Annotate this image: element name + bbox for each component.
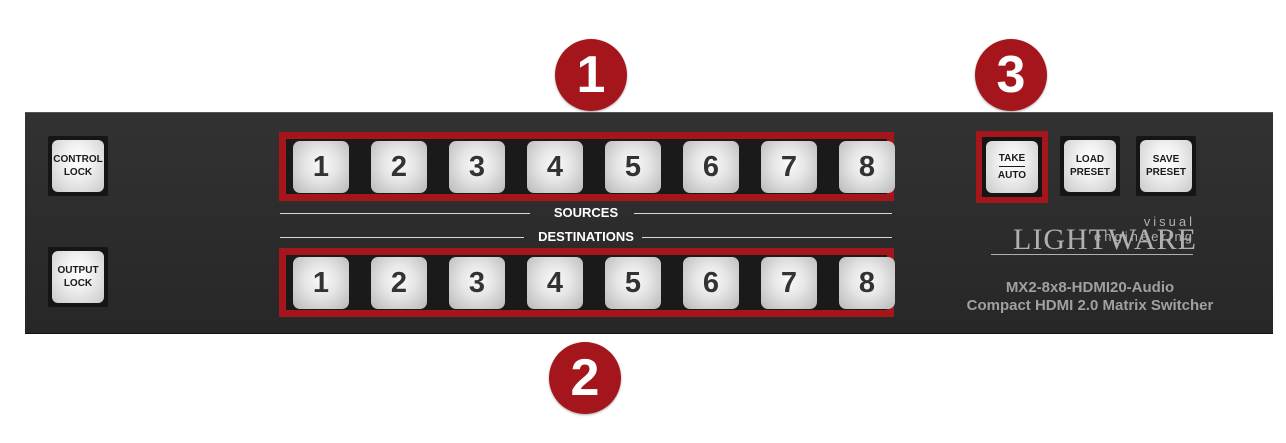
take-auto-button[interactable]: TAKE AUTO (982, 137, 1042, 197)
source-button-7[interactable]: 7 (761, 141, 817, 193)
destination-button-1[interactable]: 1 (293, 257, 349, 309)
control-lock-label-line2: LOCK (63, 167, 93, 178)
control-lock-label-line1: CONTROL (53, 154, 103, 165)
destinations-highlight-frame: 1 2 3 4 5 6 7 8 (279, 248, 895, 317)
destination-button-2[interactable]: 2 (371, 257, 427, 309)
take-auto-face: TAKE AUTO (986, 141, 1038, 193)
sources-label: SOURCES (553, 205, 619, 220)
output-lock-face: OUTPUT LOCK (52, 251, 104, 303)
auto-label: AUTO (997, 170, 1027, 181)
device-model: MX2-8x8-HDMI20-Audio (1005, 279, 1175, 296)
destination-button-3[interactable]: 3 (449, 257, 505, 309)
callout-1: 1 (555, 39, 627, 111)
save-preset-face: SAVE PRESET (1140, 140, 1192, 192)
source-button-3[interactable]: 3 (449, 141, 505, 193)
output-lock-button[interactable]: OUTPUT LOCK (48, 247, 108, 307)
control-lock-face: CONTROL LOCK (52, 140, 104, 192)
source-button-4[interactable]: 4 (527, 141, 583, 193)
destination-button-4[interactable]: 4 (527, 257, 583, 309)
destination-button-7[interactable]: 7 (761, 257, 817, 309)
sources-rule: SOURCES (280, 205, 892, 221)
callout-3: 3 (975, 39, 1047, 111)
source-button-8[interactable]: 8 (839, 141, 895, 193)
brand-underline (991, 254, 1193, 255)
brand-tagline: visual engineering (1094, 214, 1195, 244)
destinations-rule: DESTINATIONS (280, 229, 892, 245)
destination-button-5[interactable]: 5 (605, 257, 661, 309)
load-preset-label-line2: PRESET (1069, 167, 1110, 178)
sources-rule-left (280, 213, 530, 214)
source-button-5[interactable]: 5 (605, 141, 661, 193)
take-auto-highlight-frame: TAKE AUTO (976, 131, 1048, 203)
destination-button-6[interactable]: 6 (683, 257, 739, 309)
control-lock-button[interactable]: CONTROL LOCK (48, 136, 108, 196)
output-lock-label-line1: OUTPUT (57, 265, 99, 276)
source-button-1[interactable]: 1 (293, 141, 349, 193)
save-preset-label-line1: SAVE (1152, 154, 1180, 165)
source-button-2[interactable]: 2 (371, 141, 427, 193)
load-preset-face: LOAD PRESET (1064, 140, 1116, 192)
destinations-rule-left (280, 237, 524, 238)
destinations-label: DESTINATIONS (538, 229, 634, 244)
sources-highlight-frame: 1 2 3 4 5 6 7 8 (279, 132, 895, 201)
brand-logo-text: LIGHTWARE (1013, 223, 1197, 256)
save-preset-label-line2: PRESET (1145, 167, 1186, 178)
sources-rule-right (634, 213, 892, 214)
front-panel: CONTROL LOCK OUTPUT LOCK 1 2 3 4 5 6 7 8… (25, 112, 1273, 334)
load-preset-label-line1: LOAD (1075, 154, 1105, 165)
take-label: TAKE (998, 152, 1026, 167)
load-preset-button[interactable]: LOAD PRESET (1060, 136, 1120, 196)
device-description: Compact HDMI 2.0 Matrix Switcher (966, 297, 1214, 314)
callout-2: 2 (549, 342, 621, 414)
destinations-rule-right (642, 237, 892, 238)
destination-button-8[interactable]: 8 (839, 257, 895, 309)
output-lock-label-line2: LOCK (63, 278, 93, 289)
source-button-6[interactable]: 6 (683, 141, 739, 193)
save-preset-button[interactable]: SAVE PRESET (1136, 136, 1196, 196)
